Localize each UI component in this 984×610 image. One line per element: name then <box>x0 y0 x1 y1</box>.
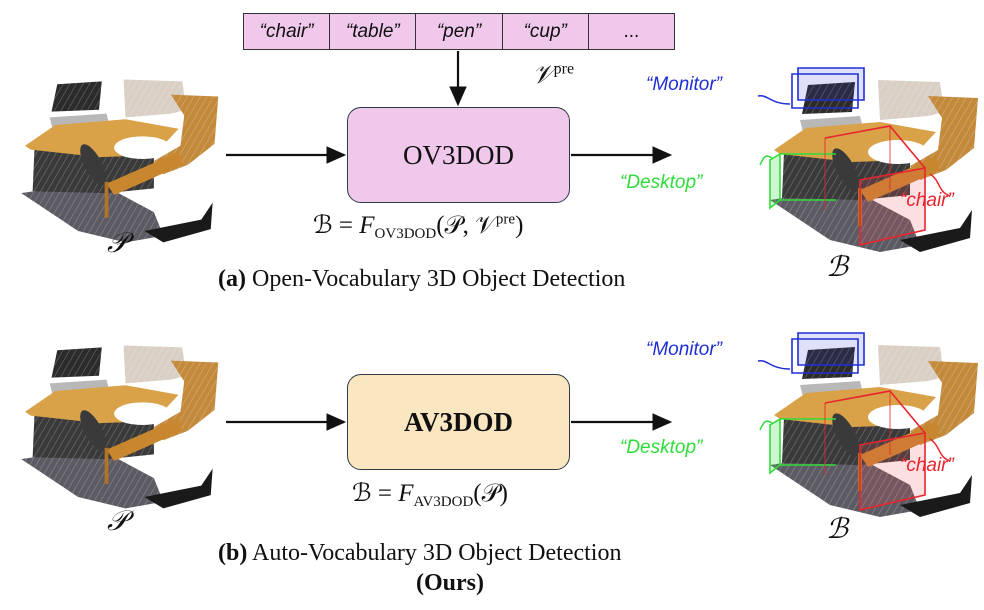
caption-b: (b) Auto-Vocabulary 3D Object Detection <box>218 540 621 567</box>
monitor-label-b: “Monitor” <box>646 339 723 360</box>
vocab-symbol-sup: pre <box>553 60 575 78</box>
caption-a: (a) Open-Vocabulary 3D Object Detection <box>218 266 625 293</box>
chair-label-a: “chair” <box>900 190 954 211</box>
chair-bbox <box>824 125 926 247</box>
caption-text-a: Open-Vocabulary 3D Object Detection <box>245 266 626 292</box>
model-name: OV3DOD <box>403 139 514 170</box>
desktop-label-b: “Desktop” <box>620 437 703 458</box>
caption-tag-b: (b) <box>218 540 248 566</box>
caption-text-b: Auto-Vocabulary 3D Object Detection <box>247 540 622 566</box>
av3dod-model-box: AV3DOD <box>347 374 570 470</box>
ov3dod-formula: ℬ = FOV3DOD(𝒫, 𝒱pre) <box>313 210 523 243</box>
vocab-symbol-base: 𝒱 <box>532 60 554 89</box>
output-symbol-a: ℬ <box>826 252 849 283</box>
formula-args: (𝒫) <box>473 480 508 507</box>
input-point-cloud-b <box>21 345 219 509</box>
vocab-item: “chair” <box>244 14 331 49</box>
input-symbol-b: 𝒫 <box>107 506 128 537</box>
input-point-cloud-a <box>21 79 219 243</box>
formula-lhs: ℬ = <box>313 212 360 239</box>
input-symbol-a: 𝒫 <box>107 228 128 259</box>
output-point-cloud-a <box>757 67 978 252</box>
desktop-bbox <box>769 152 836 210</box>
vocab-symbol: 𝒱pre <box>532 60 574 91</box>
av3dod-formula: ℬ = FAV3DOD(𝒫) <box>352 478 508 511</box>
vocab-item-ellipsis: ... <box>623 20 640 42</box>
output-point-cloud-b <box>757 332 978 517</box>
formula-sub: AV3DOD <box>413 494 474 510</box>
desktop-label-a: “Desktop” <box>620 172 703 193</box>
ov3dod-model-box: OV3DOD <box>347 107 570 203</box>
caption-ours: (Ours) <box>416 570 484 596</box>
formula-lhs: ℬ = <box>352 480 399 507</box>
chair-label-b: “chair” <box>900 455 954 476</box>
formula-args: (𝒫, 𝒱 <box>436 212 496 239</box>
formula-f: F <box>359 212 375 239</box>
formula-close: ) <box>515 212 524 239</box>
monitor-bbox <box>791 332 865 374</box>
formula-sub: OV3DOD <box>374 226 437 242</box>
vocab-item: “cup” <box>503 14 589 49</box>
model-name: AV3DOD <box>403 406 513 437</box>
vocab-item: “table” <box>330 14 417 49</box>
formula-sup: pre <box>495 211 516 228</box>
vocab-item: “pen” <box>416 14 503 49</box>
desktop-bbox <box>769 417 836 475</box>
output-symbol-b: ℬ <box>826 514 849 545</box>
chair-bbox <box>824 390 926 512</box>
monitor-bbox <box>791 67 865 109</box>
caption-tag-a: (a) <box>218 266 246 292</box>
monitor-label-a: “Monitor” <box>646 74 723 95</box>
formula-f: F <box>398 480 414 507</box>
predefined-vocabulary-list: “chair” “table” “pen” “cup” ... <box>243 13 675 50</box>
